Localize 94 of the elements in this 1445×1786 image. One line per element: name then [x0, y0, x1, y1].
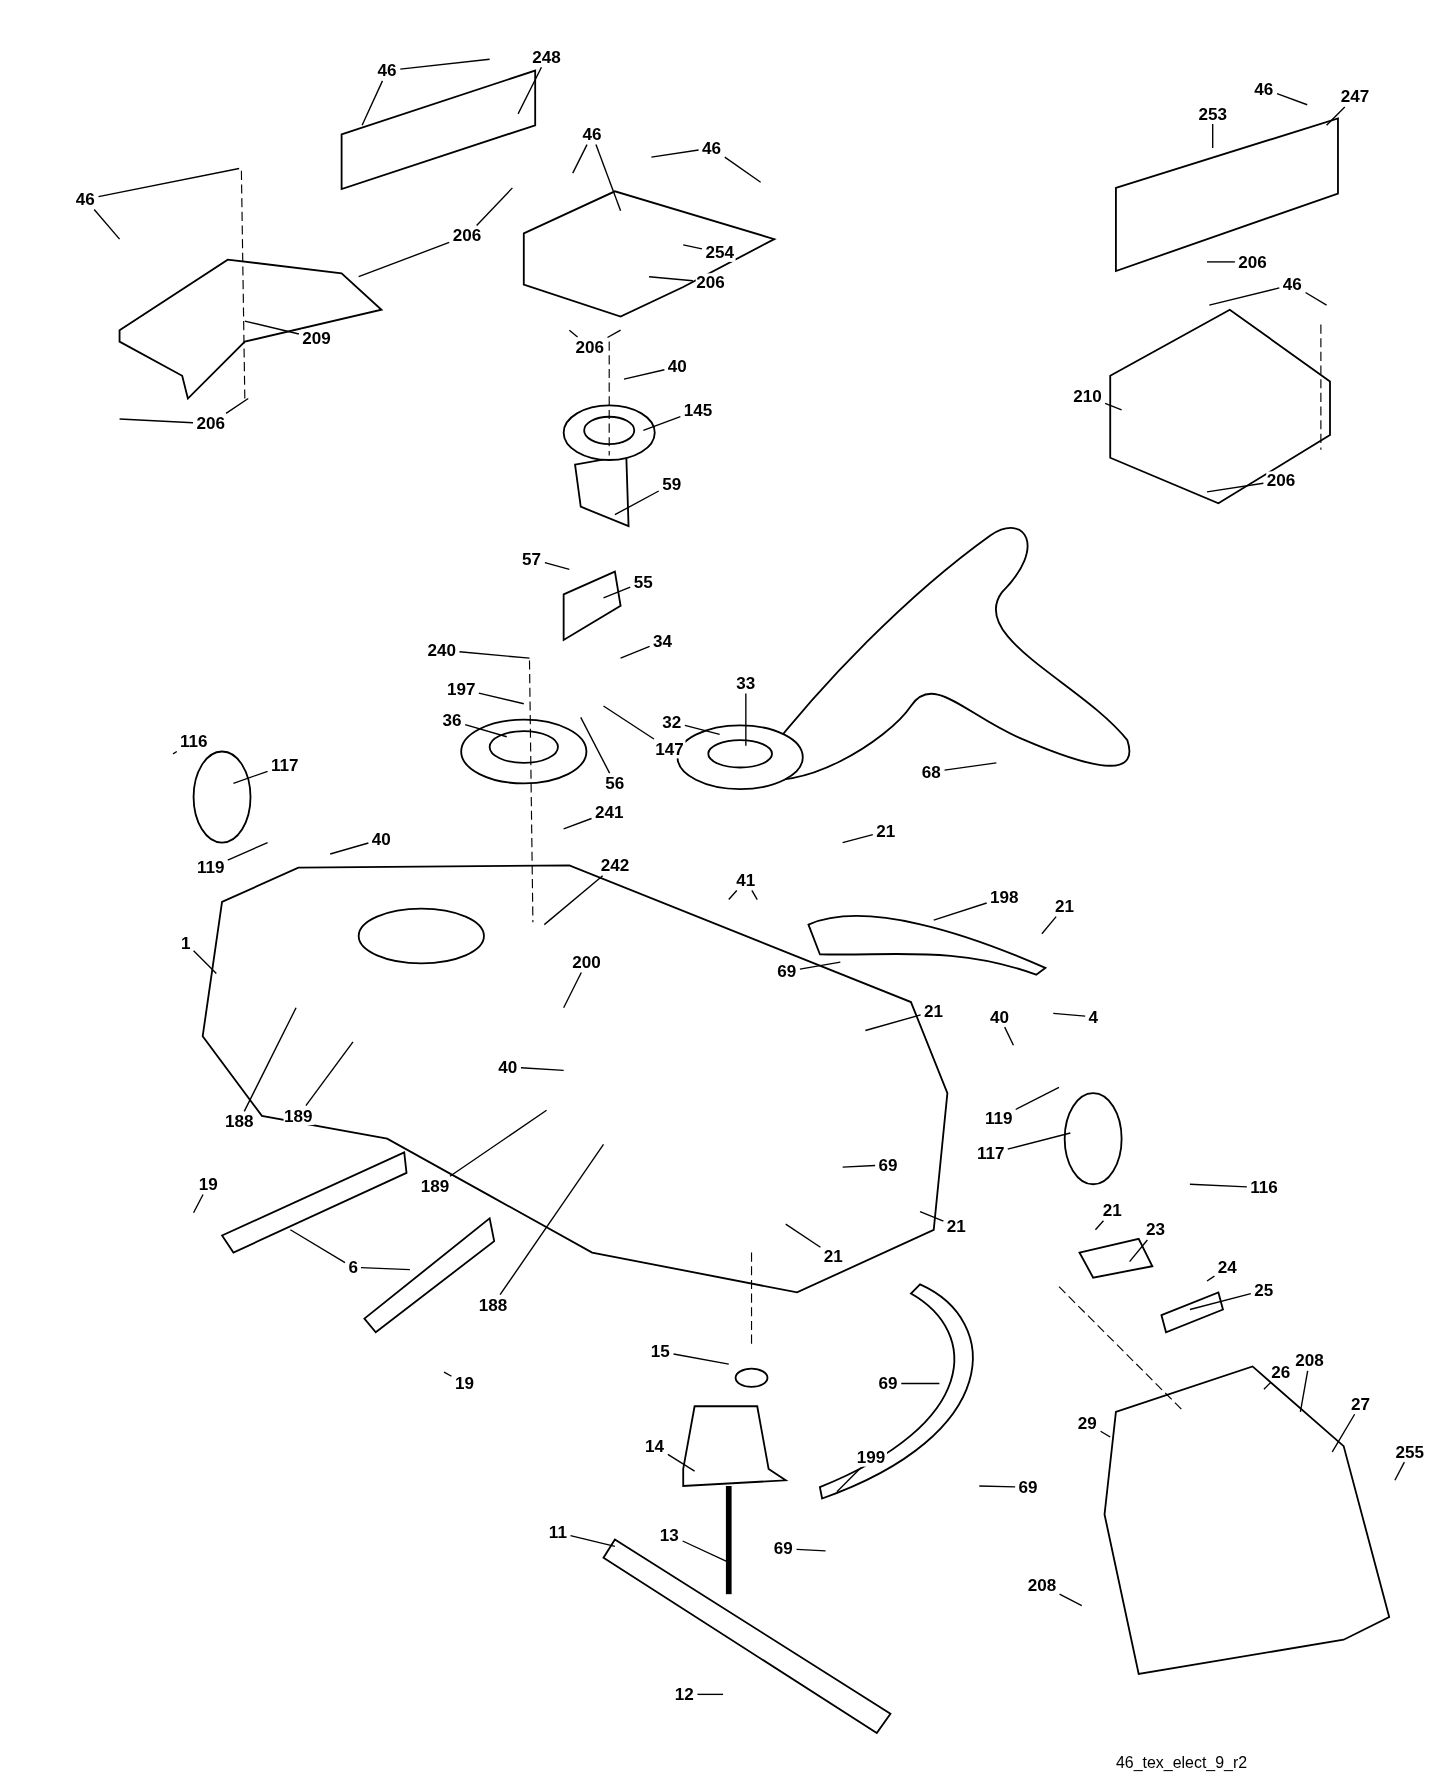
leader-line: [1325, 106, 1346, 126]
leader-line: [1208, 287, 1280, 306]
leader-line: [478, 692, 525, 705]
leader-line: [475, 187, 514, 227]
callout-number: 26: [1270, 1363, 1292, 1382]
leader-line: [841, 834, 874, 844]
leader-line: [225, 397, 249, 415]
leader-line: [329, 842, 370, 855]
leader-line: [919, 1210, 945, 1222]
leader-line: [1099, 1430, 1111, 1438]
leader-line: [232, 770, 269, 785]
leader-line: [1094, 1220, 1105, 1231]
callout-number: 147: [654, 740, 685, 759]
leader-line: [696, 1693, 724, 1696]
leader-line: [667, 1453, 696, 1472]
leader-line: [243, 1007, 297, 1113]
callout-number: 199: [855, 1448, 887, 1467]
leader-line: [305, 1041, 354, 1107]
leader-line: [572, 143, 588, 174]
leader-line: [172, 750, 178, 755]
leader-line: [619, 645, 651, 659]
leader-line: [595, 143, 622, 212]
leader-line: [1206, 261, 1236, 263]
leader-line: [614, 490, 660, 516]
leader-line: [458, 651, 531, 659]
leader-line: [562, 971, 582, 1009]
leader-line: [118, 418, 194, 424]
leader-line: [1299, 1370, 1309, 1413]
leader-line: [227, 841, 269, 861]
leader-line: [1004, 1026, 1015, 1046]
leader-line: [642, 415, 682, 432]
leader-line: [724, 156, 762, 183]
drawing-code: 46_tex_elect_9_r2: [1115, 1753, 1248, 1772]
leader-line: [97, 167, 240, 198]
leader-line: [289, 1229, 346, 1264]
leader-line: [841, 1164, 876, 1168]
leader-line: [682, 244, 703, 250]
leader-line: [1212, 123, 1214, 149]
leader-line: [1206, 1275, 1216, 1282]
leader-line: [568, 329, 579, 338]
leader-line: [192, 1193, 204, 1214]
leader-line: [1263, 1381, 1272, 1390]
leader-line: [1015, 1086, 1060, 1111]
leader-line: [520, 1067, 565, 1072]
leader-line: [751, 889, 758, 901]
leader-line: [1276, 92, 1308, 106]
leader-line: [1394, 1461, 1406, 1481]
leader-line: [785, 1223, 822, 1248]
leader-line: [864, 1014, 922, 1032]
leader-line: [399, 58, 491, 70]
leader-line: [192, 950, 218, 975]
leader-line: [933, 902, 988, 921]
leader-line: [728, 889, 738, 901]
leader-line: [464, 723, 508, 738]
leader-line: [623, 369, 666, 380]
callout-number: 254: [704, 243, 736, 262]
leader-line: [1304, 291, 1328, 306]
leader-line: [650, 149, 700, 158]
leader-line: [1128, 1239, 1149, 1263]
leader-line: [499, 1143, 605, 1296]
leader-line: [1007, 1132, 1072, 1150]
leader-line: [602, 705, 655, 740]
leader-line: [93, 208, 121, 240]
leader-line: [799, 961, 842, 970]
leader-line: [943, 762, 998, 771]
leader-line: [358, 241, 450, 278]
leader-line: [672, 1353, 730, 1365]
leader-line: [684, 724, 721, 736]
leader-line: [1331, 1413, 1356, 1453]
leader-line: [1189, 1183, 1248, 1188]
leader-line: [569, 1535, 616, 1548]
leader-line: [360, 1267, 411, 1271]
leader-line: [449, 1109, 548, 1177]
leader-line: [544, 562, 571, 571]
leader-line: [1104, 402, 1123, 411]
leader-line: [443, 1371, 453, 1377]
leader-line: [606, 329, 622, 339]
leader-line: [648, 276, 694, 282]
leader-line: [562, 817, 593, 830]
leader-line: [602, 586, 631, 599]
leader-line: [795, 1548, 827, 1552]
leader-line: [361, 80, 384, 126]
leader-line: [1058, 1593, 1083, 1607]
leader-line: [543, 874, 604, 926]
leader-line: [244, 320, 300, 335]
leader-line: [1052, 1012, 1086, 1017]
leader-line: [1041, 915, 1057, 935]
leader-line: [978, 1485, 1016, 1488]
leader-line: [900, 1382, 941, 1385]
leader-line: [1206, 482, 1265, 493]
leader-line: [745, 692, 747, 747]
leader-line: [580, 716, 611, 774]
leader-line: [836, 1467, 862, 1493]
leader-line: [1189, 1292, 1252, 1311]
